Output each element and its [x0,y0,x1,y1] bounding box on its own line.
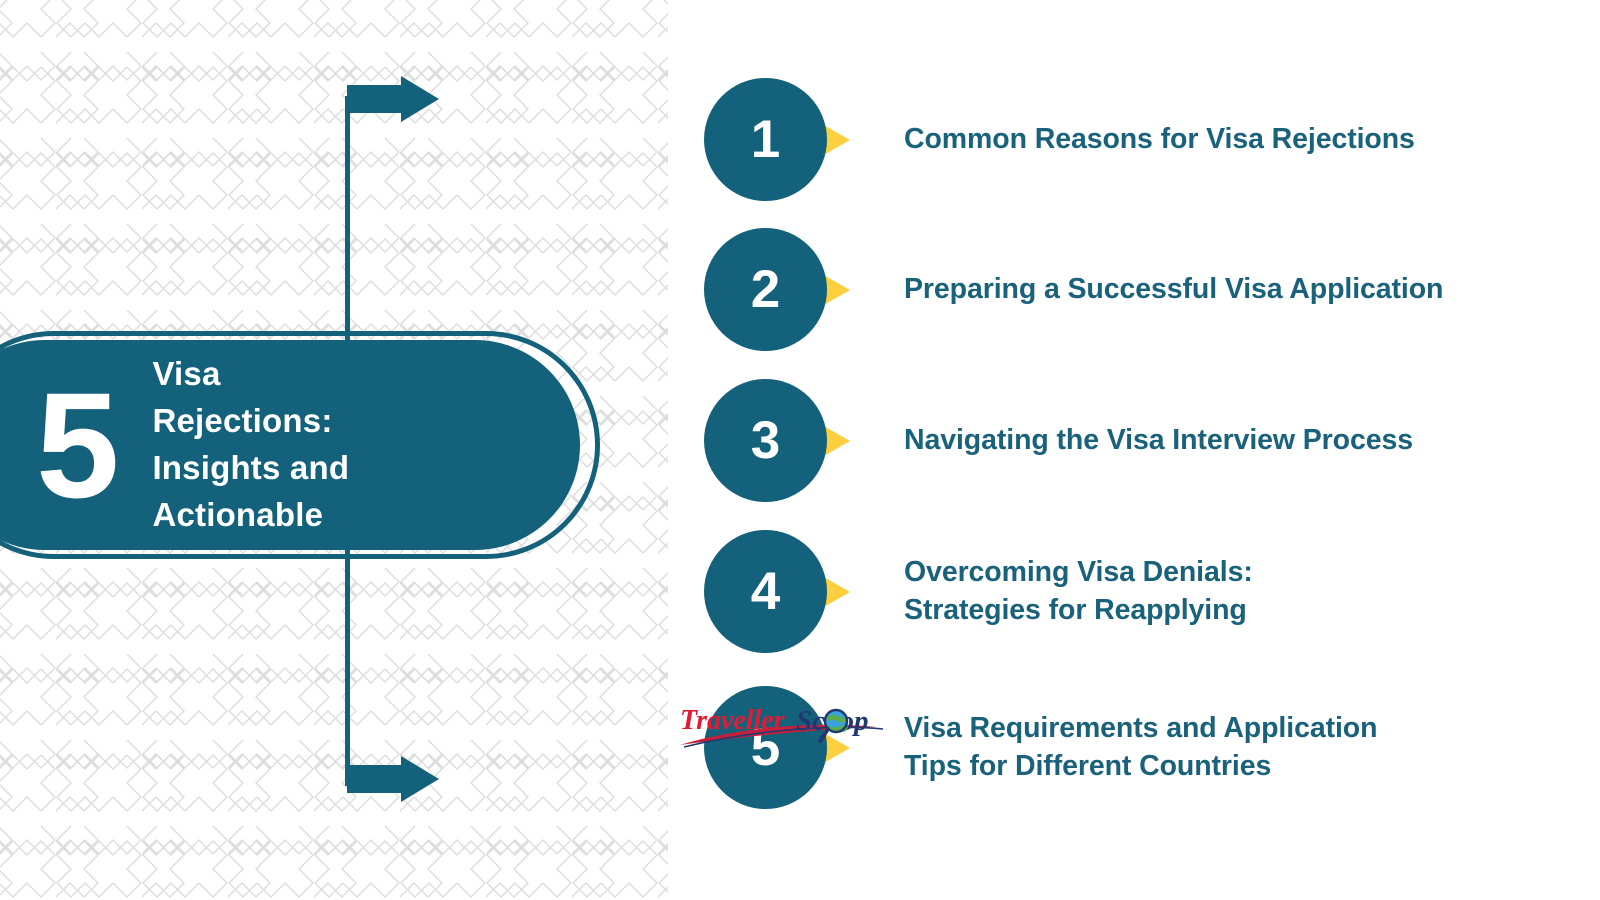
step-badge-5: 5 [668,686,868,810]
step-badge-1: 1 [668,78,868,202]
step-item-4[interactable]: 4 Overcoming Visa Denials: Strategies fo… [668,530,1253,654]
headline-pill: 5 Visa Rejections: Insights and Actionab… [0,340,580,550]
arrow-shaft [347,85,405,113]
left-panel: 5 Visa Rejections: Insights and Actionab… [0,0,668,900]
step-number: 4 [750,562,781,621]
step-item-1[interactable]: 1 Common Reasons for Visa Rejections [668,78,1415,202]
arrow-shaft [347,765,405,793]
headline-number: 5 [36,361,119,529]
circle-badge: 5 [704,686,827,809]
circle-badge: 3 [704,379,827,502]
step-number: 3 [750,411,781,470]
circle-badge: 1 [704,78,827,201]
step-label: Navigating the Visa Interview Process [904,424,1413,457]
step-item-2[interactable]: 2 Preparing a Successful Visa Applicatio… [668,228,1443,352]
step-badge-3: 3 [668,379,868,503]
arrow-right-bottom-icon [347,756,439,802]
step-number: 5 [750,718,781,777]
circle-badge: 2 [704,228,827,351]
step-label: Common Reasons for Visa Rejections [904,123,1415,156]
step-badge-4: 4 [668,530,868,654]
step-number: 2 [750,260,781,319]
step-number: 1 [750,110,781,169]
steps-panel: 1 Common Reasons for Visa Rejections 2 P… [668,0,1600,900]
step-item-3[interactable]: 3 Navigating the Visa Interview Process [668,379,1413,503]
arrow-head [401,756,439,802]
circle-badge: 4 [704,530,827,653]
step-item-5[interactable]: 5 Visa Requirements and Application Tips… [668,686,1378,810]
headline-title: Visa Rejections: Insights and Actionable [152,355,350,533]
arrow-head [401,76,439,122]
headline-pill-outline [0,331,600,559]
arrow-right-top-icon [347,76,439,122]
step-badge-2: 2 [668,228,868,352]
step-label: Overcoming Visa Denials: Strategies for … [904,556,1253,626]
step-label: Visa Requirements and Application Tips f… [904,712,1378,782]
step-label: Preparing a Successful Visa Application [904,273,1444,306]
